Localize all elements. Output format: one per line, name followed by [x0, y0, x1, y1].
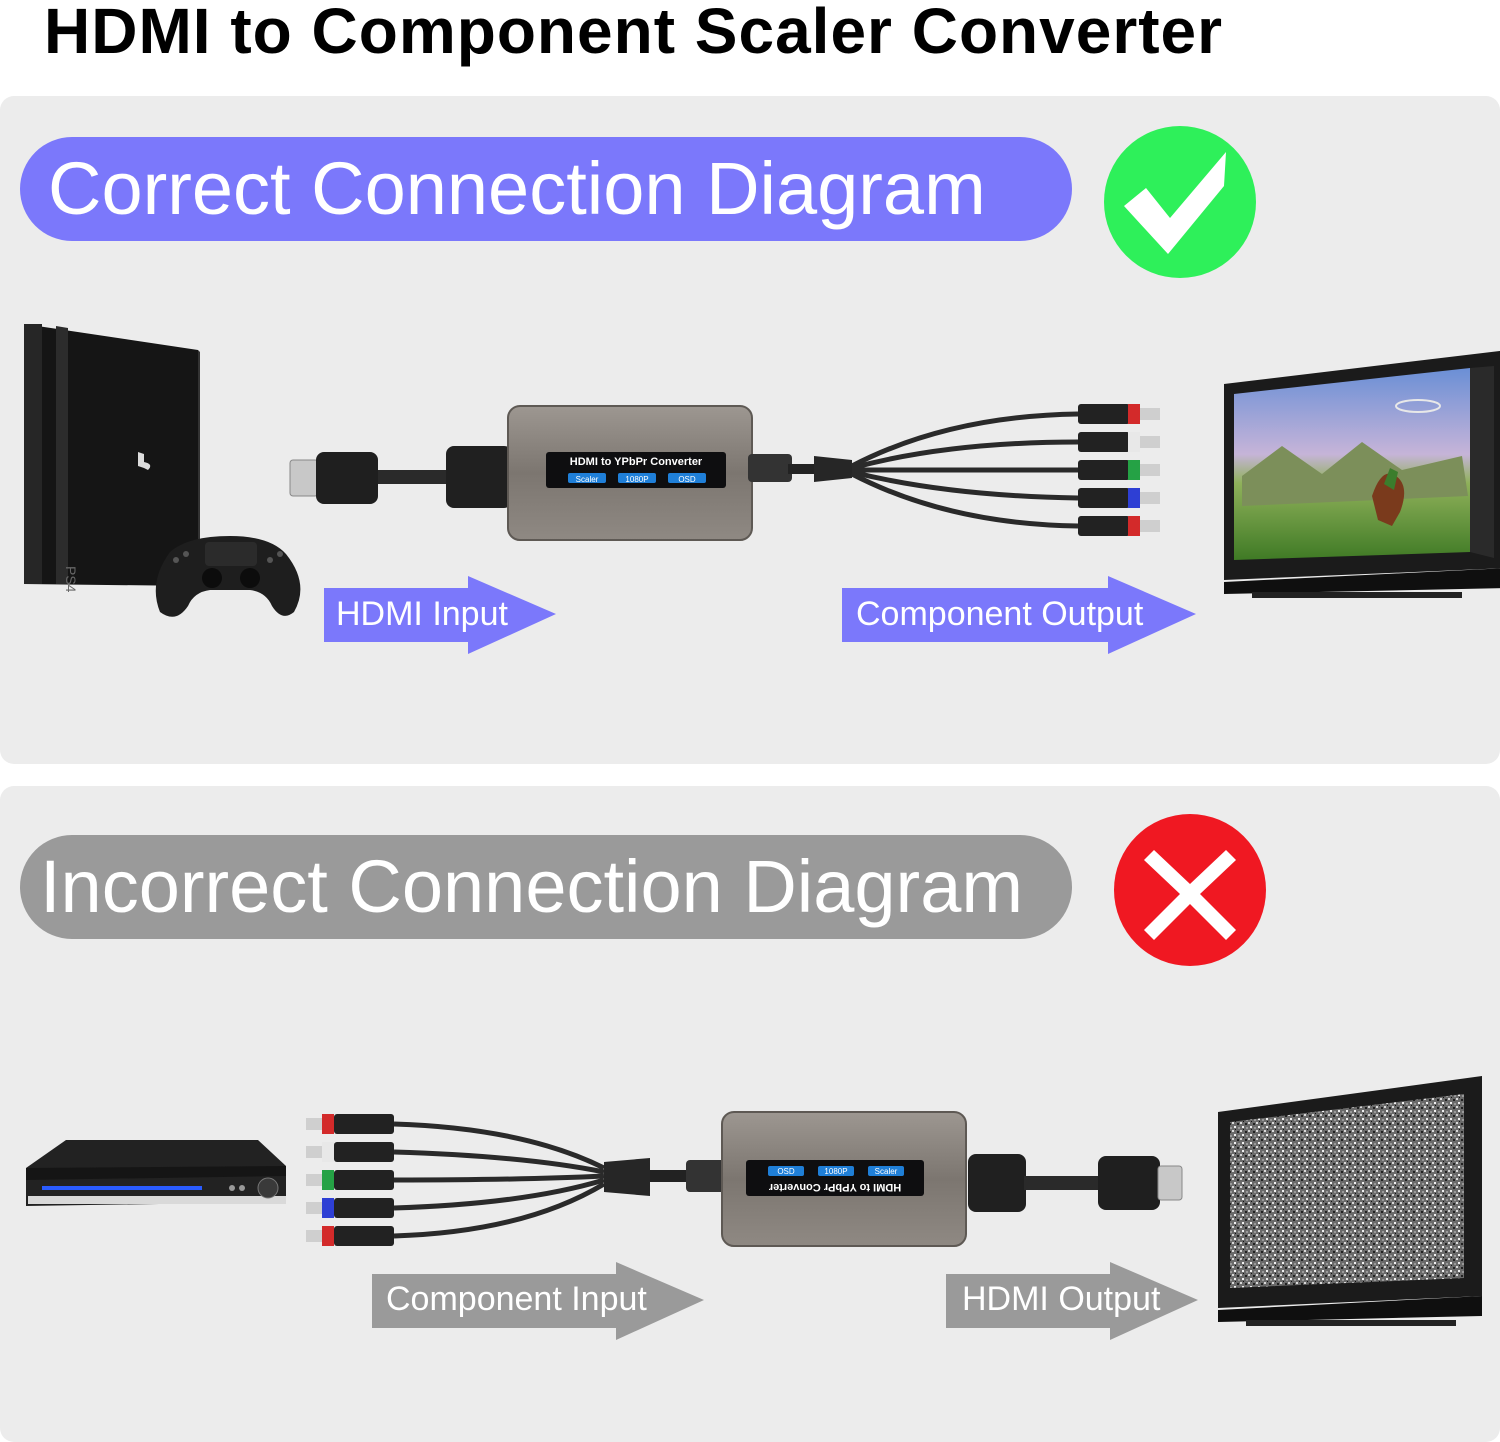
component-output-label: Component Output — [856, 595, 1144, 633]
rca-plug-green — [1078, 460, 1160, 480]
rca-plug-white — [306, 1142, 394, 1162]
component-input-label: Component Input — [386, 1280, 647, 1318]
tv-static-image — [1218, 1076, 1482, 1326]
converter-tag: OSD — [678, 475, 696, 484]
rca-plug-red — [1078, 516, 1160, 536]
converter-tag: Scaler — [875, 1167, 898, 1176]
component-cable — [748, 404, 1160, 536]
component-output-arrow — [842, 576, 1196, 654]
dvd-player-image — [26, 1140, 286, 1206]
converter-box: HDMI to YPbPr Converter Scaler 1080P OSD — [507, 405, 753, 541]
converter-tag: 1080P — [625, 475, 648, 484]
converter-box: OSD 1080P Scaler HDMI to YPbPr Converter — [721, 1111, 967, 1247]
converter-name: HDMI to YPbPr Converter — [768, 1181, 901, 1193]
checkmark-icon — [1104, 126, 1256, 278]
rca-plug-white — [1078, 432, 1160, 452]
converter-tag: 1080P — [824, 1167, 847, 1176]
component-input-arrow — [372, 1262, 704, 1340]
cross-icon — [1114, 814, 1266, 966]
controller-image — [155, 536, 301, 617]
rca-plug-red — [306, 1114, 394, 1134]
ps4-console-image: PS4 — [24, 324, 301, 617]
hdmi-input-arrow — [324, 576, 556, 654]
hdmi-output-arrow — [946, 1262, 1198, 1340]
component-cable — [306, 1114, 726, 1246]
tv-game-image — [1224, 350, 1500, 598]
incorrect-heading: Incorrect Connection Diagram — [20, 835, 1072, 939]
rca-plug-blue — [1078, 488, 1160, 508]
hdmi-input-label: HDMI Input — [336, 595, 508, 633]
rca-plug-blue — [306, 1198, 394, 1218]
incorrect-diagram-panel: Incorrect Connection Diagram — [0, 786, 1500, 1442]
console-label: PS4 — [63, 566, 79, 593]
converter-tag: Scaler — [576, 475, 599, 484]
hdmi-cable — [289, 446, 512, 508]
rca-plug-red — [1078, 404, 1160, 424]
correct-heading: Correct Connection Diagram — [20, 137, 1072, 241]
rca-plug-green — [306, 1170, 394, 1190]
page-title: HDMI to Component Scaler Converter — [44, 0, 1224, 67]
converter-name: HDMI to YPbPr Converter — [570, 456, 703, 468]
hdmi-output-label: HDMI Output — [962, 1280, 1161, 1318]
rca-plug-red — [306, 1226, 394, 1246]
converter-tag: OSD — [777, 1167, 795, 1176]
correct-diagram-panel: Correct Connection Diagram PS4 — [0, 96, 1500, 764]
hdmi-cable — [968, 1154, 1183, 1212]
